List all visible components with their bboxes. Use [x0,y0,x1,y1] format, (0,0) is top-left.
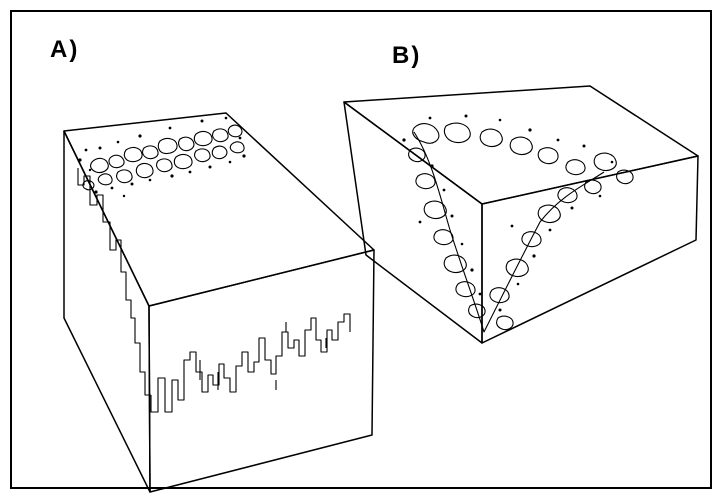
block-a [63,112,375,493]
block-a-left-trace [77,168,151,396]
block-b-contours [402,114,634,333]
figure-frame [10,10,712,489]
block-a-rubble-band [78,116,246,198]
block-b-top-face [343,85,699,205]
block-a-front-trace [150,313,351,413]
block-b-right-face [481,155,699,344]
block-a-front-face [148,249,375,493]
block-b-left-face [343,101,483,344]
block-b [343,85,699,344]
panel-label-a: A) [50,36,80,63]
panel-label-b: B) [392,42,422,69]
